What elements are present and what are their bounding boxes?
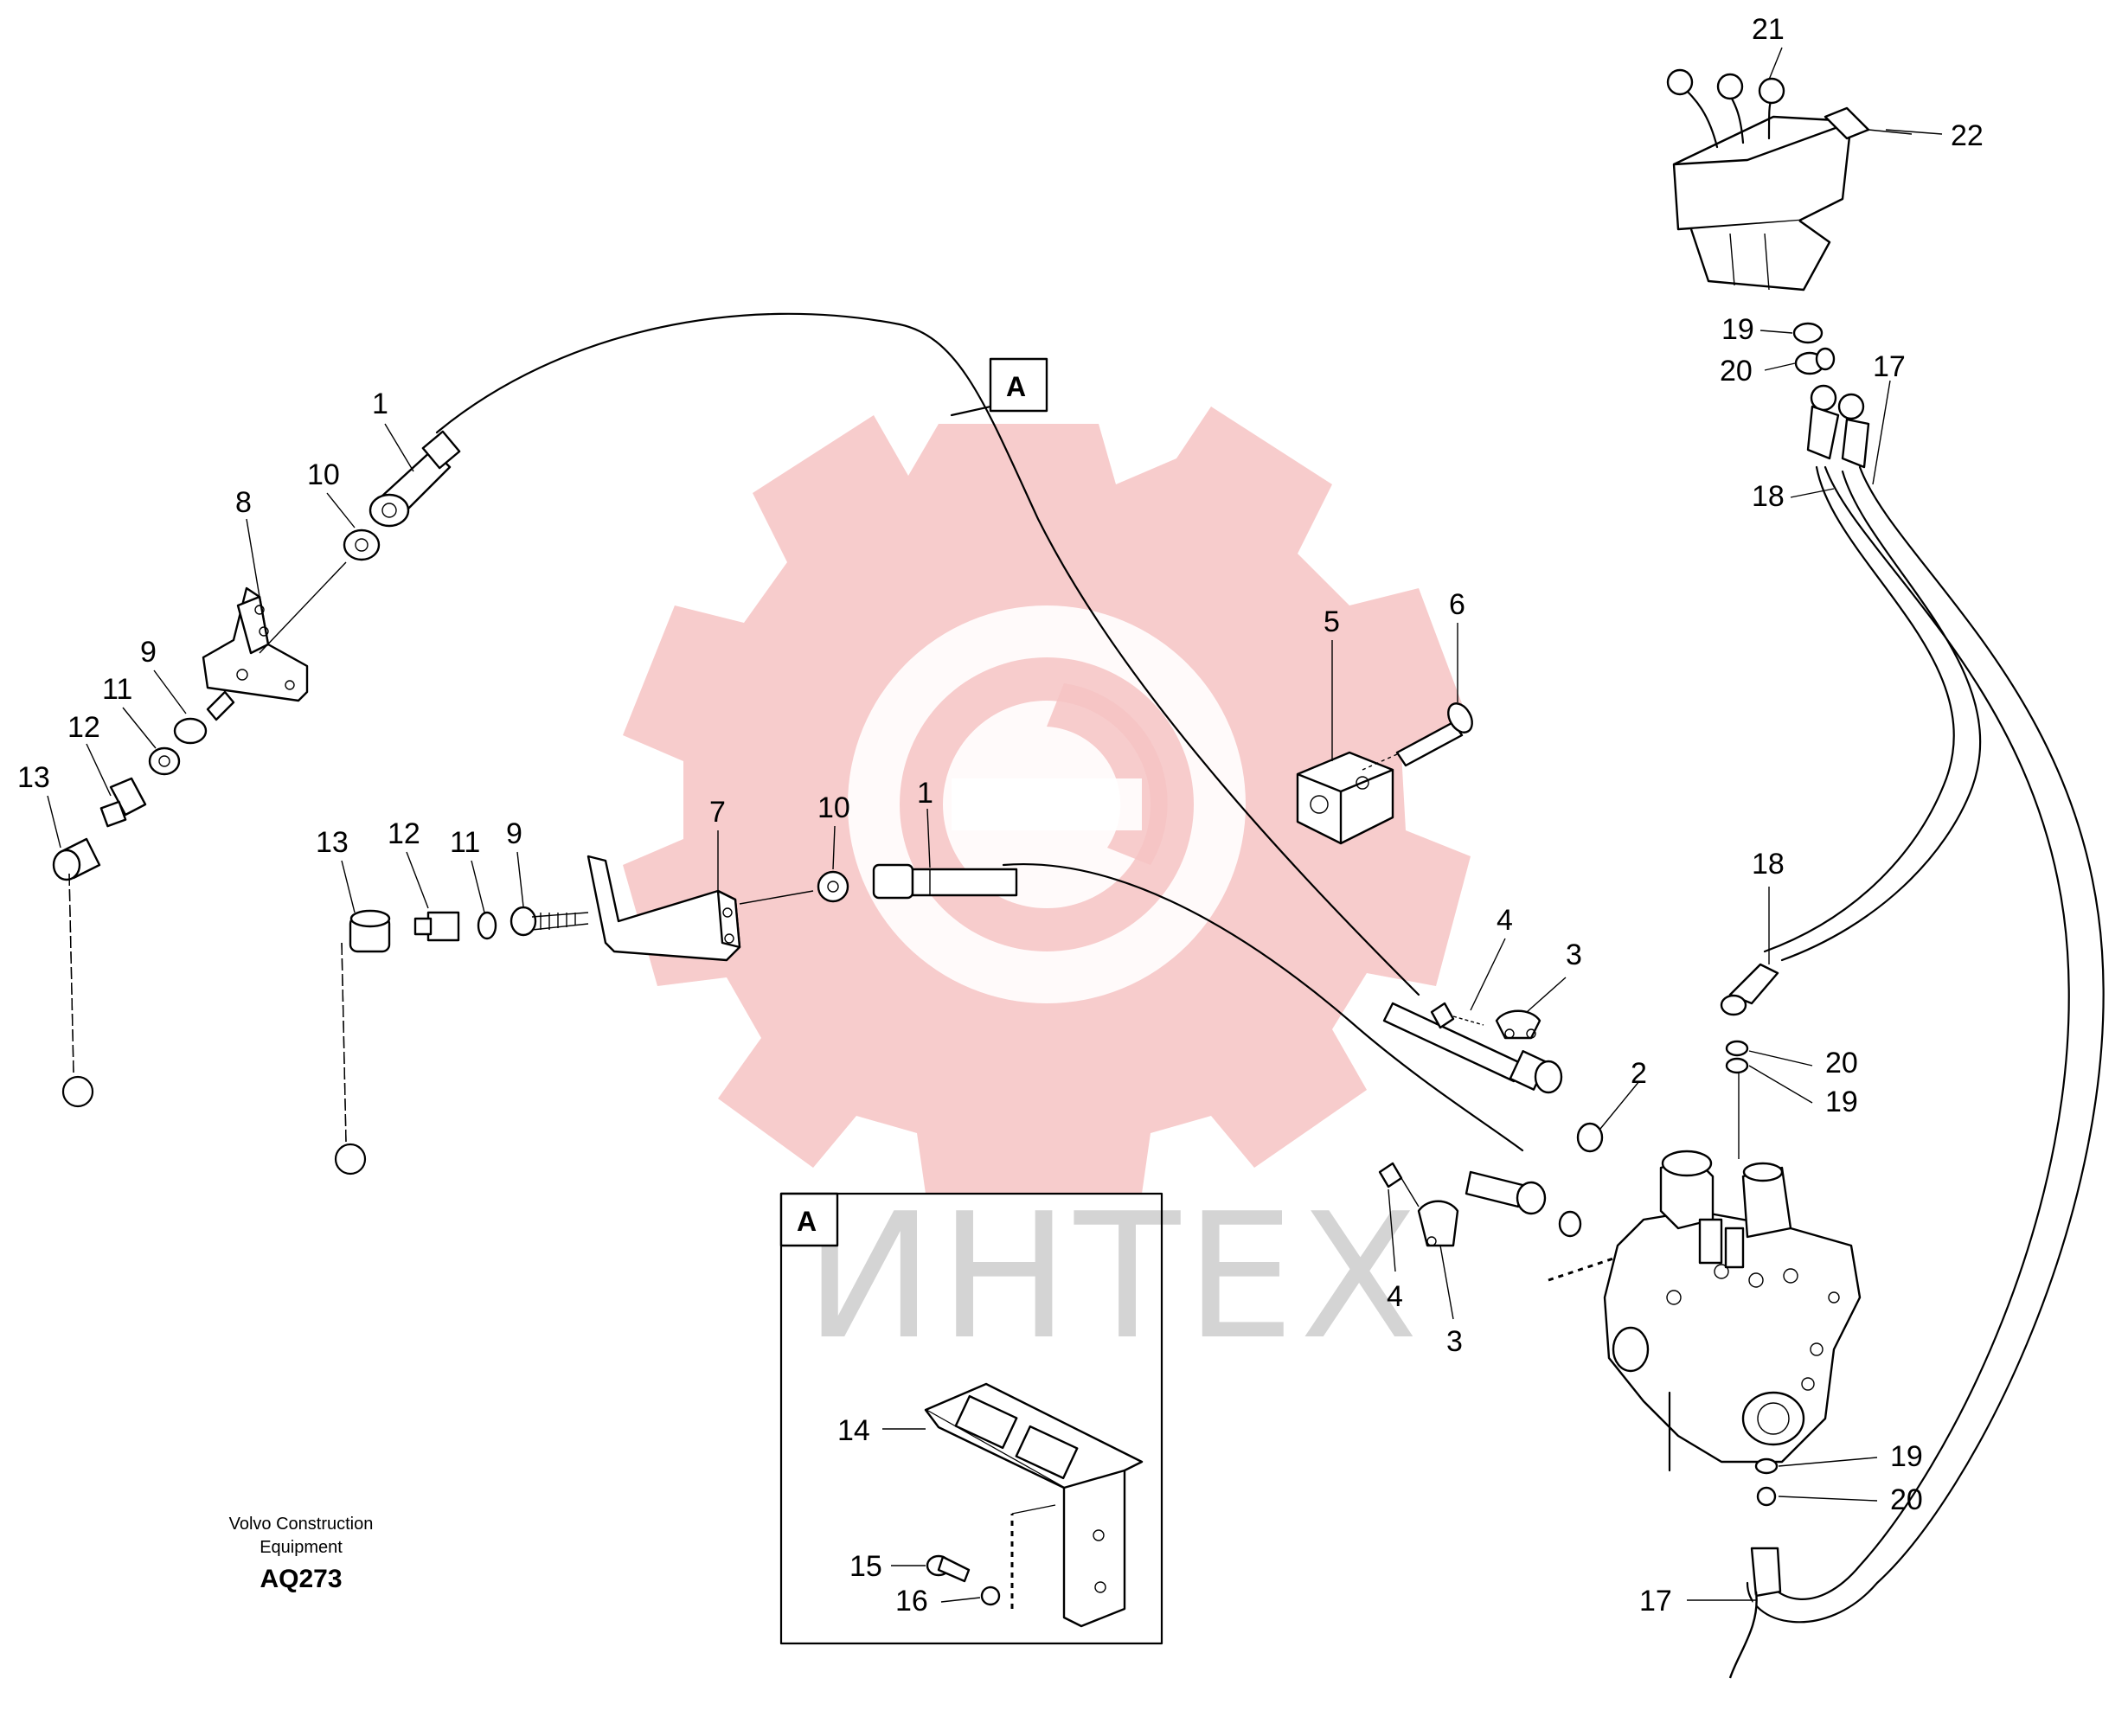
detail-view-a: A xyxy=(779,1192,1163,1645)
callout-19-upper: 19 xyxy=(1721,313,1754,346)
callout-18-middle: 18 xyxy=(1752,848,1785,881)
callout-19-lower: 19 xyxy=(1890,1440,1923,1473)
callout-17-lower: 17 xyxy=(1639,1585,1672,1617)
detail-view-border xyxy=(779,1192,1163,1645)
section-marker-label: A xyxy=(1006,371,1026,402)
callout-9-middle: 9 xyxy=(506,817,522,850)
callout-15: 15 xyxy=(849,1550,882,1583)
callout-13-middle: 13 xyxy=(316,826,349,859)
callout-4-lower: 4 xyxy=(1387,1280,1403,1313)
callout-20-lower: 20 xyxy=(1890,1483,1923,1516)
joystick-fittings xyxy=(1792,322,1870,469)
joystick-control xyxy=(1666,68,1913,291)
callout-19-middle: 19 xyxy=(1825,1086,1858,1118)
hoses xyxy=(1720,465,2105,1679)
callout-4-upper: 4 xyxy=(1497,904,1513,937)
control-valve xyxy=(1603,1150,1862,1472)
watermark-text: ИНТЕХ xyxy=(804,1176,1424,1378)
callout-12-upper: 12 xyxy=(67,711,100,744)
chain-left xyxy=(61,873,94,1108)
callout-20-upper: 20 xyxy=(1720,355,1753,388)
credit-line-1: Volvo Construction xyxy=(229,1515,374,1534)
callout-13-upper: 13 xyxy=(17,761,50,794)
cable-end-assembly xyxy=(1378,1002,1627,1282)
callout-16: 16 xyxy=(895,1585,928,1617)
section-marker: A xyxy=(950,357,1048,417)
detail-view-label: A xyxy=(797,1206,817,1237)
chain-middle xyxy=(334,942,367,1175)
diagram-code: AQ273 xyxy=(260,1565,342,1593)
upper-left-assembly xyxy=(52,430,461,881)
callouts: 1 1 2 3 3 4 4 5 6 7 8 9 9 10 10 11 11 12… xyxy=(17,13,1984,1617)
callout-3-lower: 3 xyxy=(1446,1325,1463,1358)
callout-10-middle: 10 xyxy=(817,791,850,824)
callout-10-upper: 10 xyxy=(307,458,340,491)
callout-20-middle: 20 xyxy=(1825,1047,1858,1079)
callout-12-middle: 12 xyxy=(388,817,420,850)
block-assembly xyxy=(1296,702,1473,845)
callout-21: 21 xyxy=(1752,13,1785,46)
callout-11-middle: 11 xyxy=(450,826,480,859)
leader-lines xyxy=(47,47,1943,1603)
callout-11-upper: 11 xyxy=(102,673,132,706)
callout-5: 5 xyxy=(1324,605,1340,638)
credit-block: Volvo Construction Equipment AQ273 xyxy=(229,1515,374,1593)
callout-18-upper: 18 xyxy=(1752,480,1785,513)
callout-7: 7 xyxy=(709,796,726,829)
credit-line-2: Equipment xyxy=(260,1538,343,1557)
cable-b xyxy=(1002,863,1524,1152)
callout-9-upper: 9 xyxy=(140,636,157,669)
callout-1-middle: 1 xyxy=(917,777,933,810)
callout-1-upper: 1 xyxy=(372,388,388,420)
callout-14: 14 xyxy=(837,1414,870,1447)
middle-assembly xyxy=(349,855,1018,962)
cable-a xyxy=(435,312,1420,996)
callout-3-upper: 3 xyxy=(1566,938,1582,971)
callout-2: 2 xyxy=(1631,1057,1647,1090)
callout-17-upper: 17 xyxy=(1873,350,1906,383)
callout-8: 8 xyxy=(235,486,252,519)
callout-22: 22 xyxy=(1951,119,1984,152)
callout-6: 6 xyxy=(1449,588,1465,621)
